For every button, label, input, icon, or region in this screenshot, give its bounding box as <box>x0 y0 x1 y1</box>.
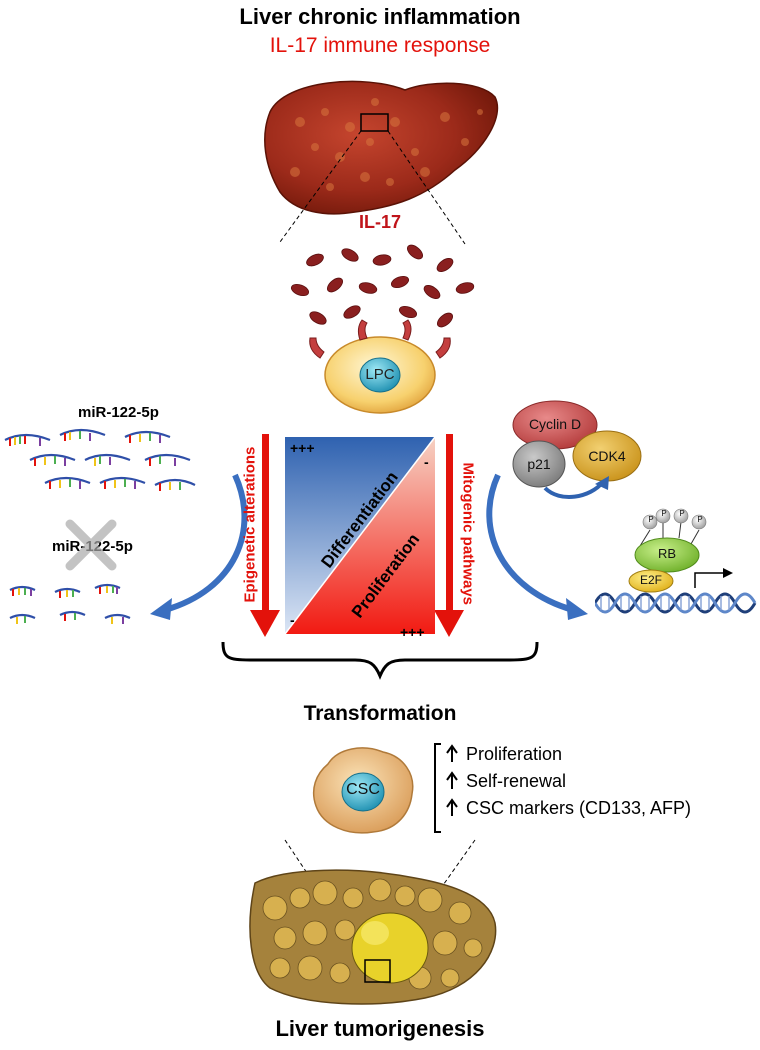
cdk4-label: CDK4 <box>588 448 626 464</box>
diff-high-sign: +++ <box>290 440 315 456</box>
diagram-subtitle: IL-17 immune response <box>269 34 491 57</box>
prolif-high-sign: +++ <box>400 624 425 640</box>
differentiation-proliferation-panel <box>250 434 464 637</box>
csc-feature-markers: CSC markers (CD133, AFP) <box>466 798 692 818</box>
right-curved-arrow <box>486 473 588 620</box>
mirna-intact-label: miR-122-5p <box>78 404 159 421</box>
mirna-block-icon <box>65 519 117 571</box>
e2f-label: E2F <box>639 573 662 587</box>
lpc-signaling <box>290 244 475 414</box>
diff-low-sign: - <box>424 454 429 470</box>
csc-label: CSC <box>346 781 380 798</box>
csc-feature-proliferation: Proliferation <box>466 744 563 764</box>
tumor-zoom-box <box>364 959 391 983</box>
rb-label: RB <box>657 546 677 561</box>
csc-cell <box>312 747 414 834</box>
p21-bubble <box>512 440 566 488</box>
cell-cycle-complex <box>512 400 642 499</box>
diagram-title: Liver chronic inflammation <box>239 4 521 29</box>
rb-e2f-dna <box>595 508 757 614</box>
mirna-strands-intact <box>4 428 196 491</box>
epigenetic-alterations-label: Epigenetic alterations <box>241 446 259 603</box>
prolif-low-sign: - <box>290 612 295 628</box>
csc-feature-bracket <box>434 743 458 833</box>
zoom-box <box>360 113 389 132</box>
phospho-label-4: P <box>697 515 703 524</box>
tumor-liver-illustration <box>249 839 497 1005</box>
liver-illustration <box>264 80 499 245</box>
phospho-label-3: P <box>679 509 685 518</box>
mitogenic-pathways-label: Mitogenic pathways <box>459 462 477 606</box>
transformation-label: Transformation <box>303 702 457 725</box>
footer-title: Liver tumorigenesis <box>275 1016 485 1041</box>
transformation-brace <box>221 641 539 680</box>
lpc-label: LPC <box>365 366 395 383</box>
mirna-strands-reduced <box>9 583 131 624</box>
p21-label: p21 <box>527 456 551 472</box>
phospho-label-1: P <box>648 515 654 524</box>
rb-bubble <box>634 537 700 573</box>
csc-feature-self-renewal: Self-renewal <box>466 771 567 791</box>
e2f-bubble <box>628 569 674 593</box>
cyclin-d-label: Cyclin D <box>528 416 582 432</box>
phospho-label-2: P <box>661 509 667 518</box>
il17-label: IL-17 <box>358 212 401 232</box>
left-curved-arrow <box>150 473 248 620</box>
